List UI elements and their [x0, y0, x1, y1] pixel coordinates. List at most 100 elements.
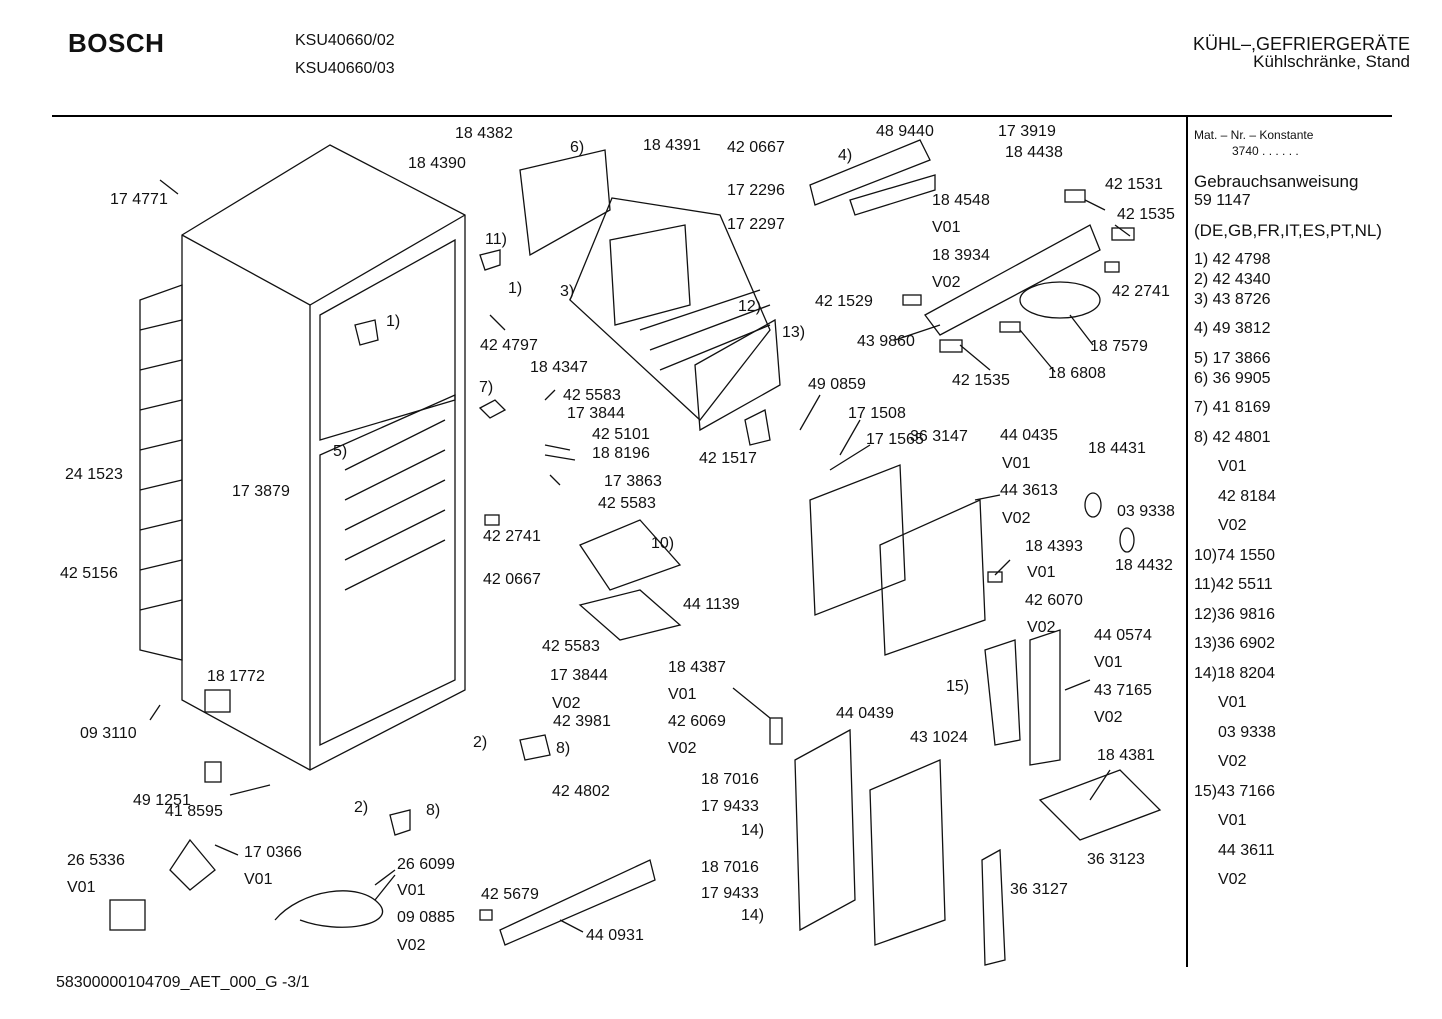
part-number-label: 11)	[485, 231, 507, 248]
part-number-label: 10)	[651, 535, 675, 552]
part-number-label: 7)	[479, 379, 494, 396]
part-number-label: 14)	[741, 907, 765, 924]
model-number-1: KSU40660/02	[295, 32, 395, 49]
part-number-label: 18 1772	[207, 668, 265, 685]
part-number-label: 43 9860	[857, 333, 915, 350]
sidebar-divider	[1186, 117, 1188, 967]
part-number-label: 12)	[738, 298, 762, 315]
part-number-label: V01	[668, 686, 697, 703]
part-number-label: V01	[932, 219, 961, 236]
part-number-label: 18 4431	[1088, 440, 1146, 457]
part-number-label: 24 1523	[65, 466, 123, 483]
part-number-label: 17 3879	[232, 483, 290, 500]
part-number-label: 42 5583	[598, 495, 656, 512]
part-number-label: 44 3613	[1000, 482, 1058, 499]
part-number-label: 4)	[838, 147, 853, 164]
part-number-label: 44 0439	[836, 705, 894, 722]
part-number-label: 13)	[782, 324, 806, 341]
part-number-label: 26 5336	[67, 852, 125, 869]
part-number-label: V01	[1094, 654, 1123, 671]
part-number-label: 42 6070	[1025, 592, 1083, 609]
part-number-label: 18 8196	[592, 445, 650, 462]
part-number-label: 2)	[354, 799, 369, 816]
sidebar-entry: V01	[1218, 458, 1247, 475]
part-number-label: 42 5156	[60, 565, 118, 582]
brand-logo: BOSCH	[68, 28, 165, 58]
part-number-label: 18 7016	[701, 771, 759, 788]
part-number-label: 49 1251	[133, 792, 191, 809]
sidebar-entry: 13)36 6902	[1194, 635, 1275, 652]
header-divider	[52, 115, 1392, 117]
part-number-label: 18 4432	[1115, 557, 1173, 574]
sidebar-entry: 6) 36 9905	[1194, 370, 1271, 387]
part-number-label: 42 2741	[1112, 283, 1170, 300]
part-number-label: 1)	[386, 313, 401, 330]
part-number-label: 18 7016	[701, 859, 759, 876]
part-number-label: 14)	[741, 822, 765, 839]
part-number-label: 42 5583	[542, 638, 600, 655]
sidebar-entry: V02	[1218, 517, 1247, 534]
part-number-label: 15)	[946, 678, 970, 695]
part-number-label: 18 4391	[643, 137, 701, 154]
manual-number: 59 1147	[1194, 192, 1251, 209]
sidebar-entry: V02	[1218, 753, 1247, 770]
part-number-label: 17 3863	[604, 473, 662, 490]
sidebar-entry: 42 8184	[1218, 488, 1276, 505]
part-number-label: 43 7165	[1094, 682, 1152, 699]
part-number-label: 36 3147	[910, 428, 968, 445]
sidebar-entry: 4) 49 3812	[1194, 320, 1271, 337]
part-number-label: 42 1535	[1117, 206, 1175, 223]
category-title: KÜHL–,GEFRIERGERÄTE	[1192, 34, 1410, 54]
part-number-label: V01	[1027, 564, 1056, 581]
part-number-label: 18 4390	[408, 155, 466, 172]
part-number-label: 5)	[333, 443, 348, 460]
part-number-label: 42 1517	[699, 450, 757, 467]
part-number-label: 41 8595	[165, 803, 223, 820]
part-number-label: 42 3981	[553, 713, 611, 730]
sidebar-entry: 15)43 7166	[1194, 783, 1275, 800]
sidebar-entry: 8) 42 4801	[1194, 429, 1271, 446]
sidebar-entry: 12)36 9816	[1194, 606, 1275, 623]
part-number-label: 17 9433	[701, 798, 759, 815]
part-number-label: 18 7579	[1090, 338, 1148, 355]
sidebar-entry: 1) 42 4798	[1194, 251, 1271, 268]
part-number-label: V02	[1002, 510, 1031, 527]
part-number-label: V02	[932, 274, 961, 291]
part-number-label: 17 3919	[998, 123, 1056, 140]
part-number-label: 8)	[426, 802, 441, 819]
part-number-label: 3)	[560, 283, 575, 300]
part-number-label: 26 6099	[397, 856, 455, 873]
part-number-label: 09 0885	[397, 909, 455, 926]
part-number-label: 42 1531	[1105, 176, 1163, 193]
mat-nr-value: 3740 . . . . . .	[1232, 144, 1299, 158]
part-number-label: V02	[668, 740, 697, 757]
part-number-label: 42 1529	[815, 293, 873, 310]
category-subtitle: Kühlschränke, Stand	[1253, 52, 1410, 71]
part-number-label: V01	[397, 882, 426, 899]
sidebar-entry: V02	[1218, 871, 1247, 888]
sidebar-entry: 2) 42 4340	[1194, 271, 1271, 288]
part-number-label: 1)	[508, 280, 523, 297]
part-number-label: 44 1139	[683, 596, 740, 613]
part-number-label: 36 3127	[1010, 881, 1068, 898]
sidebar-entry: 3) 43 8726	[1194, 291, 1271, 308]
part-number-label: 42 5583	[563, 387, 621, 404]
part-number-label: 18 3934	[932, 247, 990, 264]
part-number-label: 17 2296	[727, 182, 785, 199]
part-number-label: 42 1535	[952, 372, 1010, 389]
part-number-label: 17 1508	[848, 405, 906, 422]
part-number-label: 18 4393	[1025, 538, 1083, 555]
sidebar-entry: 7) 41 8169	[1194, 399, 1271, 416]
part-number-label: 17 3844	[550, 667, 608, 684]
sidebar-entry: 44 3611	[1218, 842, 1275, 859]
part-number-label: V01	[67, 879, 96, 896]
part-number-label: V02	[1094, 709, 1123, 726]
part-number-label: 42 5101	[592, 426, 650, 443]
part-number-label: 18 6808	[1048, 365, 1106, 382]
part-number-label: V02	[552, 695, 581, 712]
part-number-label: 03 9338	[1117, 503, 1175, 520]
sidebar-entry: V01	[1218, 694, 1247, 711]
part-number-label: 2)	[473, 734, 488, 751]
part-number-label: 42 5679	[481, 886, 539, 903]
